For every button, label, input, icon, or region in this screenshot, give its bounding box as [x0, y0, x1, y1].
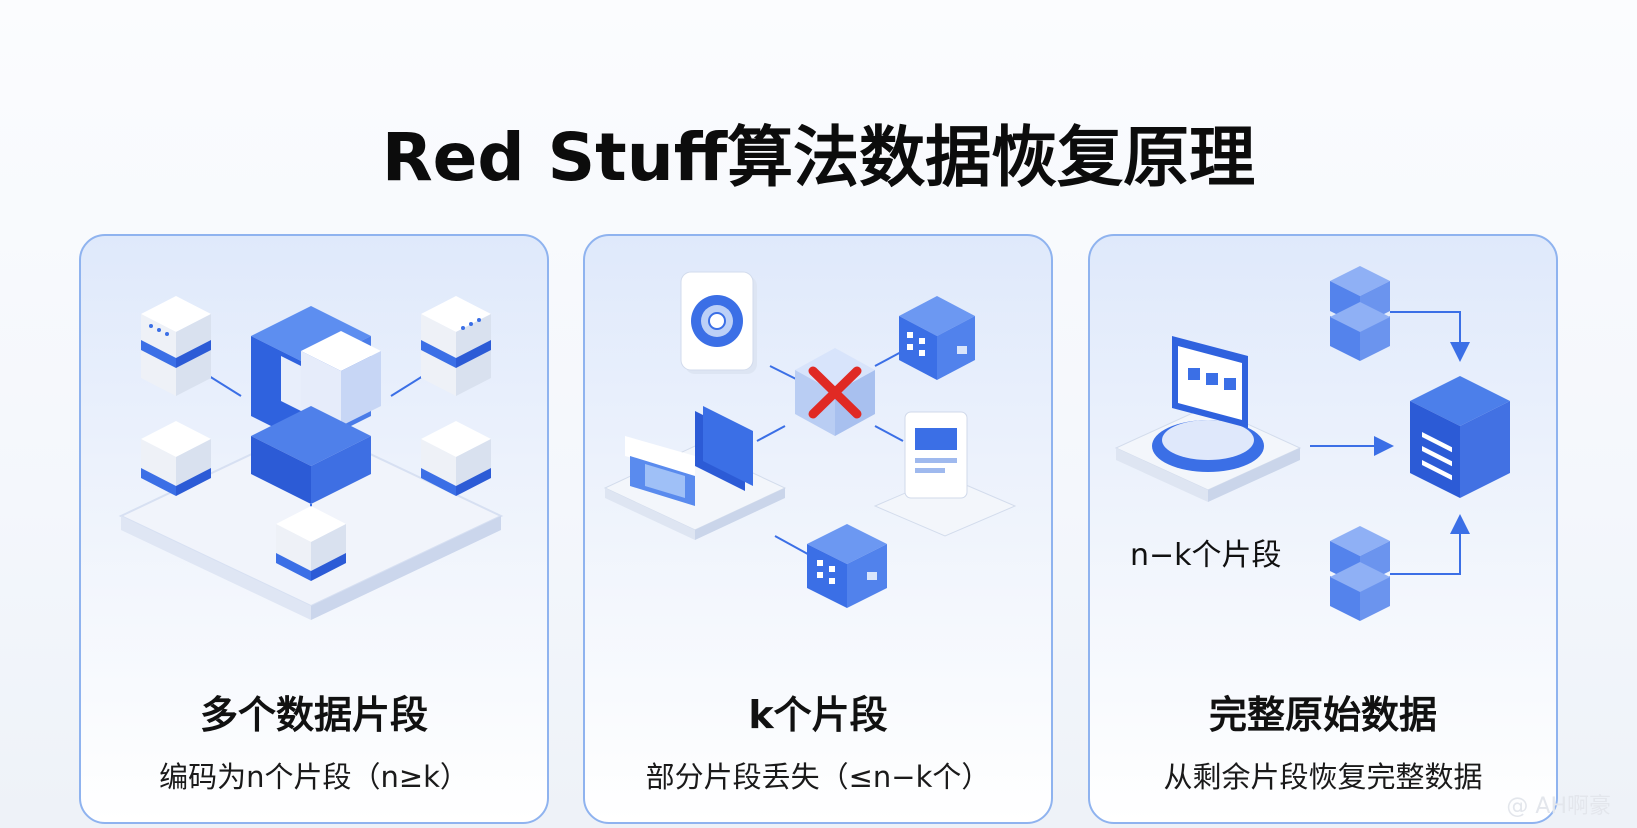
database-icon — [1410, 376, 1510, 498]
panel-k-fragments: k个片段 部分片段丢失（≤n−k个） — [583, 234, 1053, 824]
central-cube-cluster-icon — [251, 306, 381, 504]
fragment-cube-icon — [141, 421, 211, 496]
document-icon — [873, 411, 1017, 537]
app-icon — [680, 271, 757, 374]
fragments-cluster-illustration — [118, 296, 504, 620]
workstation-icon — [603, 406, 787, 540]
server-icon — [421, 296, 491, 396]
server-icon — [141, 296, 211, 396]
failed-fragment-cube — [795, 348, 875, 436]
panel-complete-data: n−k个片段 完整原始数据 从剩余片段恢复完整数据 — [1088, 234, 1558, 824]
panel-subtitle: 从剩余片段恢复完整数据 — [1163, 760, 1483, 794]
lost-fragments-illustration — [603, 271, 1017, 608]
data-cube-icon — [807, 524, 887, 608]
n-minus-k-label: n−k个片段 — [1130, 538, 1282, 573]
panel-subtitle: 部分片段丢失（≤n−k个） — [645, 760, 991, 794]
panel-subtitle: 编码为n个片段（n≥k） — [159, 760, 469, 794]
monitor-icon — [1114, 336, 1302, 502]
page-title: Red Stuff算法数据恢复原理 — [381, 119, 1256, 196]
panel-title: 多个数据片段 — [199, 693, 428, 737]
panel-title: k个片段 — [748, 693, 888, 737]
fragment-cube-icon — [421, 421, 491, 496]
fragment-stack-icon — [1330, 266, 1390, 361]
recovery-flow-illustration — [1114, 266, 1510, 621]
red-x-icon — [808, 366, 862, 419]
data-cube-icon — [899, 296, 975, 380]
panel-title: 完整原始数据 — [1208, 693, 1437, 737]
watermark: @ AH啊豪 — [1506, 794, 1611, 819]
fragment-cube-icon — [276, 506, 346, 581]
panel-data-fragments: 多个数据片段 编码为n个片段（n≥k） — [79, 234, 549, 824]
fragment-stack-icon — [1330, 526, 1390, 621]
